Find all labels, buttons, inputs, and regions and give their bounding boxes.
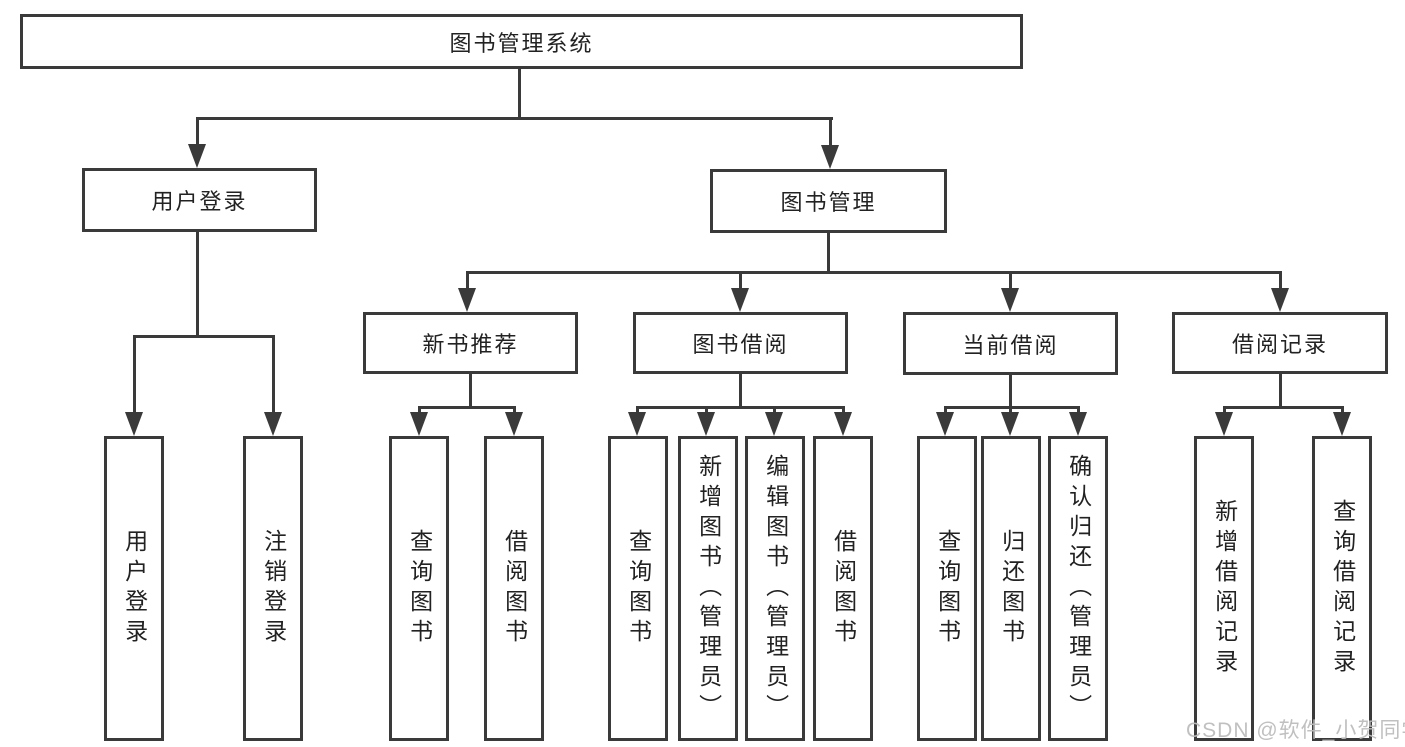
leaf-add-books-admin-label: 新增图书（管理员） — [695, 453, 722, 724]
leaf-logout: 注销登录 — [243, 436, 303, 741]
connector-line — [739, 374, 742, 408]
arrowhead-down-icon — [731, 288, 749, 312]
leaf-add-borrow-record-label: 新增借阅记录 — [1211, 498, 1238, 679]
arrowhead-down-icon — [628, 412, 646, 436]
arrowhead-down-icon — [1069, 412, 1087, 436]
connector-line — [466, 271, 1282, 274]
node-new-book-recommend-label: 新书推荐 — [422, 332, 519, 357]
leaf-confirm-return-admin: 确认归还（管理员） — [1048, 436, 1108, 741]
arrowhead-down-icon — [834, 412, 852, 436]
node-root-label: 图书管理系统 — [449, 30, 594, 56]
csdn-watermark: CSDN @软件_小贺同学 — [1186, 719, 1405, 742]
connector-line — [518, 69, 521, 120]
connector-line — [1009, 271, 1012, 296]
arrowhead-down-icon — [1333, 412, 1351, 436]
connector-line — [133, 335, 275, 338]
leaf-query-books-1: 查询图书 — [389, 436, 449, 741]
arrowhead-down-icon — [264, 412, 282, 436]
node-borrow-records-label: 借阅记录 — [1231, 332, 1328, 357]
connector-line — [827, 233, 830, 273]
connector-line — [469, 374, 472, 408]
leaf-add-books-admin: 新增图书（管理员） — [678, 436, 738, 741]
leaf-borrow-books-2: 借阅图书 — [813, 436, 873, 741]
connector-line — [466, 271, 469, 296]
arrowhead-down-icon — [410, 412, 428, 436]
node-book-management: 图书管理 — [710, 169, 947, 233]
leaf-logout-label: 注销登录 — [260, 528, 287, 649]
arrowhead-down-icon — [697, 412, 715, 436]
leaf-query-borrow-record: 查询借阅记录 — [1312, 436, 1372, 741]
connector-line — [196, 117, 199, 151]
connector-line — [739, 271, 742, 296]
connector-line — [944, 406, 1080, 409]
node-user-login-label: 用户登录 — [151, 189, 248, 214]
node-user-login: 用户登录 — [82, 168, 317, 232]
node-root: 图书管理系统 — [20, 14, 1023, 69]
connector-line — [196, 232, 199, 337]
arrowhead-down-icon — [505, 412, 523, 436]
leaf-return-books-label: 归还图书 — [998, 528, 1025, 649]
leaf-borrow-books-1: 借阅图书 — [484, 436, 544, 741]
connector-line — [133, 335, 136, 417]
leaf-edit-books-admin: 编辑图书（管理员） — [745, 436, 805, 741]
arrowhead-down-icon — [188, 144, 206, 168]
leaf-query-books-3-label: 查询图书 — [934, 528, 961, 649]
node-borrow-records: 借阅记录 — [1172, 312, 1388, 374]
connector-line — [636, 406, 845, 409]
node-current-borrow: 当前借阅 — [903, 312, 1118, 375]
arrowhead-down-icon — [765, 412, 783, 436]
leaf-confirm-return-admin-label: 确认归还（管理员） — [1065, 453, 1092, 724]
arrowhead-down-icon — [1271, 288, 1289, 312]
leaf-user-login-label: 用户登录 — [121, 528, 148, 649]
leaf-borrow-books-2-label: 借阅图书 — [830, 528, 857, 649]
leaf-query-books-3: 查询图书 — [917, 436, 977, 741]
leaf-borrow-books-1-label: 借阅图书 — [501, 528, 528, 649]
leaf-add-borrow-record: 新增借阅记录 — [1194, 436, 1254, 741]
leaf-query-books-2-label: 查询图书 — [625, 528, 652, 649]
leaf-query-books-2: 查询图书 — [608, 436, 668, 741]
arrowhead-down-icon — [125, 412, 143, 436]
leaf-user-login: 用户登录 — [104, 436, 164, 741]
node-book-borrow: 图书借阅 — [633, 312, 848, 374]
connector-line — [418, 406, 516, 409]
arrowhead-down-icon — [1215, 412, 1233, 436]
arrowhead-down-icon — [821, 145, 839, 169]
node-book-management-label: 图书管理 — [780, 190, 877, 215]
arrowhead-down-icon — [458, 288, 476, 312]
arrowhead-down-icon — [1001, 412, 1019, 436]
node-book-borrow-label: 图书借阅 — [692, 332, 789, 357]
connector-line — [829, 117, 832, 151]
arrowhead-down-icon — [936, 412, 954, 436]
connector-line — [1279, 271, 1282, 296]
connector-line — [1279, 374, 1282, 408]
leaf-return-books: 归还图书 — [981, 436, 1041, 741]
leaf-query-books-1-label: 查询图书 — [406, 528, 433, 649]
node-current-borrow-label: 当前借阅 — [962, 332, 1059, 358]
connector-line — [272, 335, 275, 417]
arrowhead-down-icon — [1001, 288, 1019, 312]
leaf-edit-books-admin-label: 编辑图书（管理员） — [762, 453, 789, 724]
connector-line — [1009, 375, 1012, 408]
node-new-book-recommend: 新书推荐 — [363, 312, 578, 374]
leaf-query-borrow-record-label: 查询借阅记录 — [1329, 498, 1356, 679]
connector-line — [196, 117, 833, 120]
connector-line — [1223, 406, 1344, 409]
